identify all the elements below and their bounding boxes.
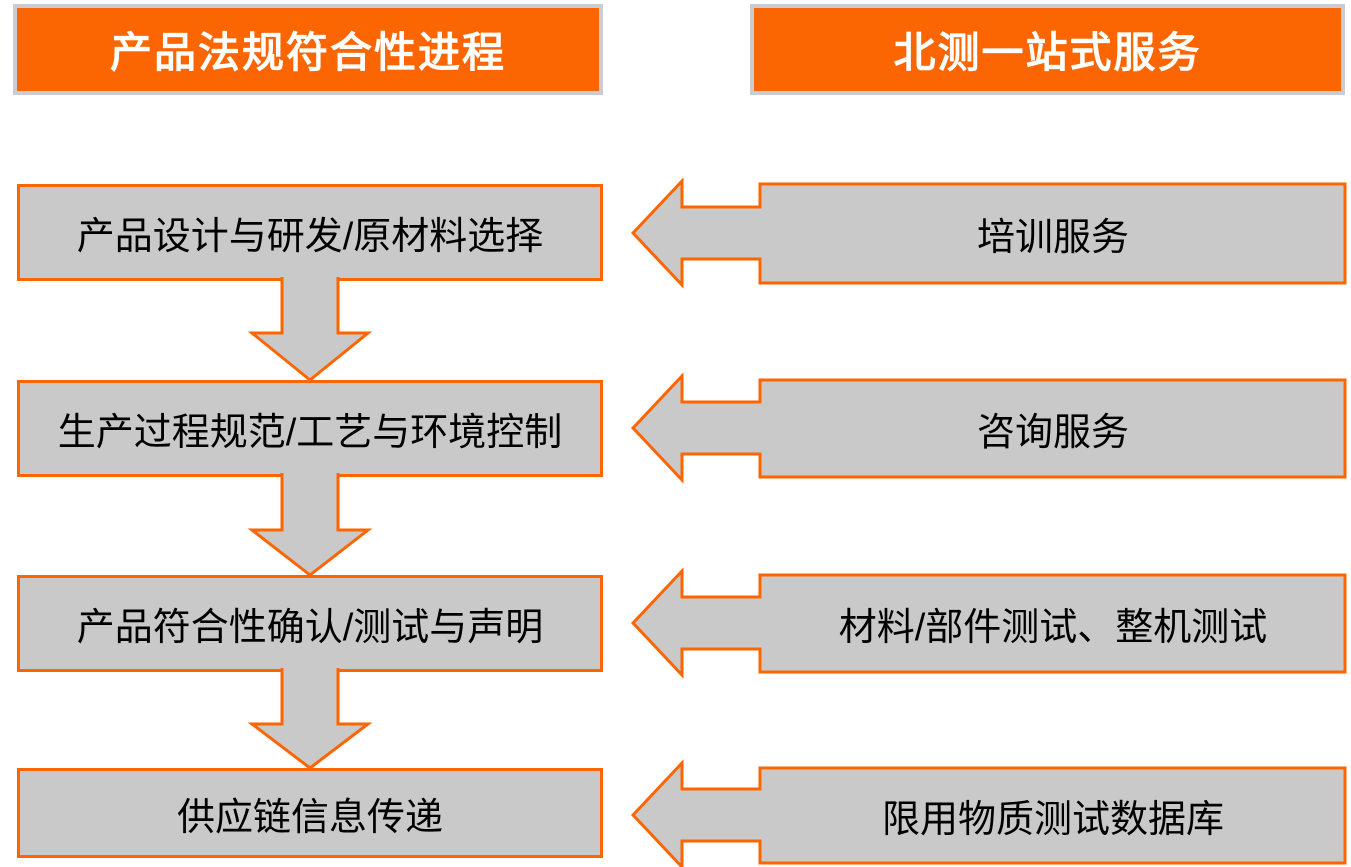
down-arrow-icon — [247, 668, 373, 770]
service-box-consulting: 咨询服务 — [763, 380, 1343, 477]
right-column-header-label: 北测一站式服务 — [893, 29, 1202, 76]
down-arrow-icon — [247, 277, 373, 382]
down-arrow-icon — [247, 473, 373, 577]
step-box-supply-chain: 供应链信息传递 — [17, 768, 603, 858]
step-label: 生产过程规范/工艺与环境控制 — [57, 412, 563, 454]
step-box-production: 生产过程规范/工艺与环境控制 — [17, 380, 603, 477]
left-column-header: 产品法规符合性进程 — [13, 4, 603, 95]
service-box-testing: 材料/部件测试、整机测试 — [763, 575, 1343, 672]
service-box-training: 培训服务 — [763, 184, 1343, 283]
step-label: 产品符合性确认/测试与声明 — [76, 607, 544, 649]
service-label: 培训服务 — [976, 217, 1129, 259]
step-box-conformity: 产品符合性确认/测试与声明 — [17, 575, 603, 672]
service-box-database: 限用物质测试数据库 — [763, 768, 1343, 863]
step-label: 供应链信息传递 — [176, 796, 443, 839]
step-label: 产品设计与研发/原材料选择 — [76, 216, 544, 258]
right-column-header: 北测一站式服务 — [750, 4, 1345, 95]
step-box-design: 产品设计与研发/原材料选择 — [17, 184, 603, 281]
left-column-header-label: 产品法规符合性进程 — [109, 29, 506, 76]
service-label: 材料/部件测试、整机测试 — [838, 607, 1268, 649]
service-label: 限用物质测试数据库 — [881, 799, 1224, 841]
service-label: 咨询服务 — [976, 412, 1129, 454]
